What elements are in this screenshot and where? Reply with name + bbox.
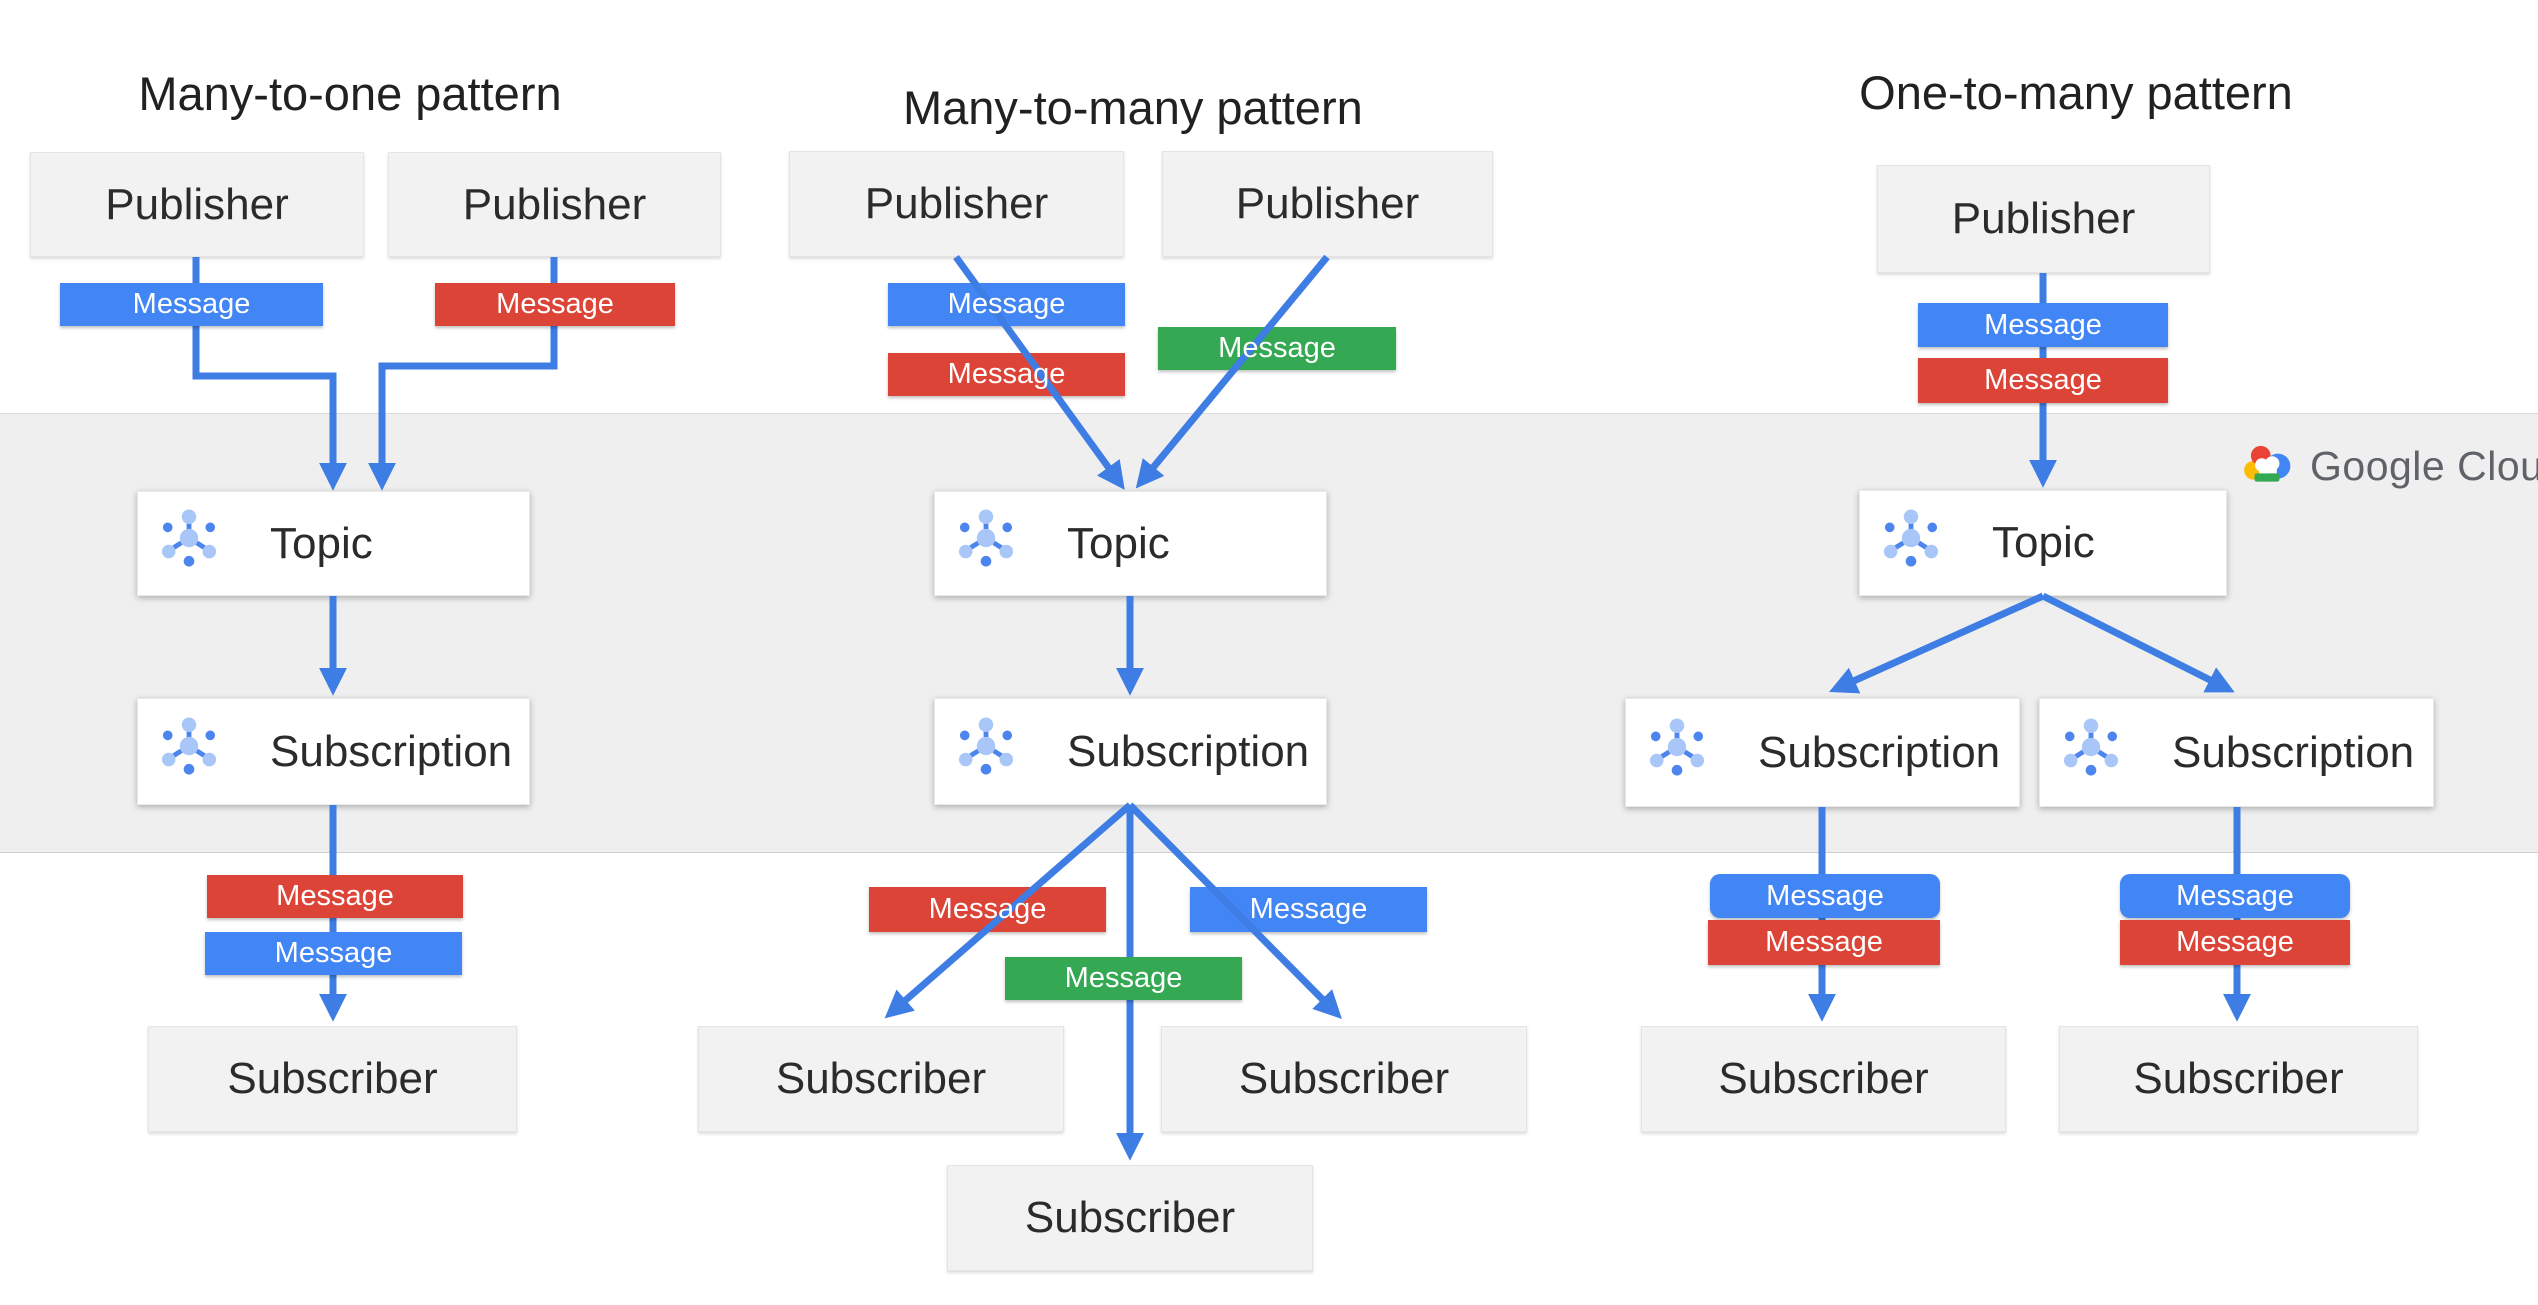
p3-subscriber-2: Subscriber bbox=[2059, 1026, 2418, 1132]
p1-message-blue-top: Message bbox=[60, 283, 323, 326]
node-label: Subscription bbox=[1067, 726, 1310, 776]
pubsub-topic-icon bbox=[1882, 508, 1940, 578]
p3-message-blue-top: Message bbox=[1918, 303, 2168, 347]
google-cloud-logo: Google Cloud bbox=[2240, 443, 2538, 490]
p3-message-red-top: Message bbox=[1918, 358, 2168, 403]
p3-message-red-right: Message bbox=[2120, 920, 2350, 965]
node-label: Topic bbox=[1067, 518, 1170, 568]
p2-message-green-top bbox=[1158, 327, 1396, 370]
p3-subscription-1: Subscription bbox=[1625, 698, 2020, 807]
p1-subscription: Subscription bbox=[137, 698, 530, 805]
p1-message-red-top: Message bbox=[435, 283, 675, 326]
p2-message-blue-top bbox=[888, 283, 1125, 326]
pubsub-subscription-icon bbox=[957, 717, 1015, 786]
p2-subscription: Subscription bbox=[934, 698, 1327, 805]
pattern1-title: Many-to-one pattern bbox=[138, 67, 562, 120]
p2-subscriber-2: Subscriber bbox=[1161, 1026, 1527, 1132]
pattern3-title: One-to-many pattern bbox=[1859, 66, 2293, 119]
p3-publisher: Publisher bbox=[1877, 165, 2210, 273]
p3-subscriber-1: Subscriber bbox=[1641, 1026, 2006, 1132]
p2-topic: Topic bbox=[934, 491, 1327, 596]
p2-publisher-1: Publisher bbox=[789, 151, 1124, 257]
p1-publisher-1: Publisher bbox=[30, 152, 364, 257]
p1-publisher-2: Publisher bbox=[388, 152, 721, 257]
pattern2-title: Many-to-many pattern bbox=[903, 81, 1363, 134]
p3-message-red-left: Message bbox=[1708, 920, 1940, 965]
p2-publisher-2: Publisher bbox=[1162, 151, 1493, 257]
node-label: Topic bbox=[270, 518, 373, 568]
pubsub-subscription-icon bbox=[2062, 718, 2120, 787]
node-label: Subscription bbox=[2172, 727, 2415, 777]
pubsub-topic-icon bbox=[160, 509, 218, 578]
pubsub-topic-icon bbox=[957, 509, 1015, 578]
p2-subscriber-3: Subscriber bbox=[947, 1165, 1313, 1271]
p1-message-blue-bottom: Message bbox=[205, 932, 462, 975]
pubsub-subscription-icon bbox=[1648, 718, 1706, 787]
p2-message-red-bottom bbox=[869, 887, 1106, 932]
p1-subscriber: Subscriber bbox=[148, 1026, 517, 1132]
p3-subscription-2: Subscription bbox=[2039, 698, 2434, 807]
p3-topic: Topic bbox=[1859, 490, 2227, 596]
node-label: Subscription bbox=[1758, 727, 2001, 777]
p3-message-blue-left: Message bbox=[1710, 874, 1940, 918]
p1-message-red-bottom: Message bbox=[207, 875, 463, 918]
p2-subscriber-1: Subscriber bbox=[698, 1026, 1064, 1132]
p1-topic: Topic bbox=[137, 491, 530, 596]
node-label: Subscription bbox=[270, 726, 513, 776]
p2-message-blue-bottom bbox=[1190, 887, 1427, 932]
node-label: Topic bbox=[1992, 518, 2095, 567]
p2-message-red-top bbox=[888, 353, 1125, 396]
google-cloud-label: Google Cloud bbox=[2310, 443, 2538, 489]
p2-message-green-bottom: Message bbox=[1005, 957, 1242, 1000]
p3-message-blue-right: Message bbox=[2120, 874, 2350, 918]
google-cloud-icon bbox=[2240, 443, 2294, 490]
pubsub-subscription-icon bbox=[160, 717, 218, 786]
